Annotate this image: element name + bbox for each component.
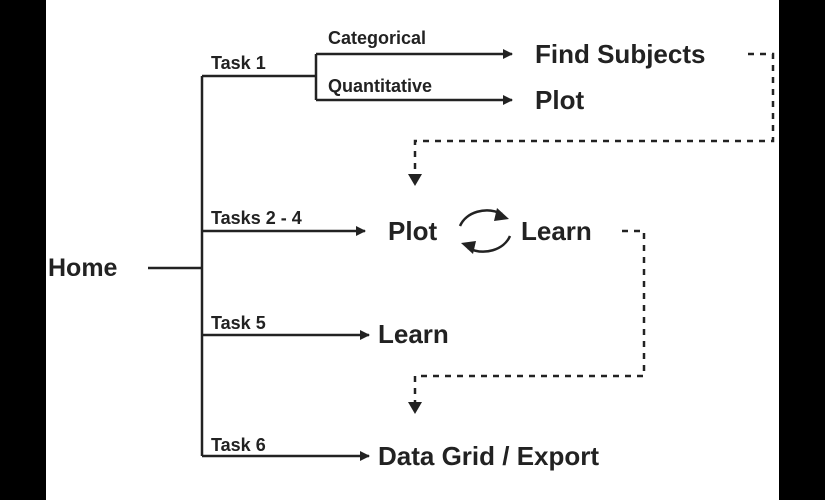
learn-node-task5: Learn — [378, 319, 449, 349]
data-grid-node: Data Grid / Export — [378, 441, 599, 471]
learn-node-loop: Learn — [521, 216, 592, 246]
find-subjects-dashed-connector — [413, 52, 775, 176]
find-subjects-dashed-arrowhead — [408, 174, 422, 186]
cycle-arrowhead-top — [494, 208, 509, 221]
quantitative-label: Quantitative — [328, 76, 432, 96]
task6-label: Task 6 — [211, 435, 266, 455]
task1-label: Task 1 — [211, 53, 266, 73]
home-node: Home — [48, 254, 118, 282]
task5-label: Task 5 — [211, 313, 266, 333]
categorical-label: Categorical — [328, 28, 426, 48]
learn-dashed-connector — [413, 229, 646, 404]
plot-node-loop: Plot — [388, 216, 437, 246]
find-subjects-node: Find Subjects — [535, 39, 705, 69]
diagram-panel — [46, 0, 779, 500]
cycle-arrowhead-bottom — [461, 241, 476, 254]
learn-dashed-arrowhead — [408, 402, 422, 414]
cycle-icon — [458, 208, 512, 254]
plot-node-task1: Plot — [535, 85, 584, 115]
tasks2-4-label: Tasks 2 - 4 — [211, 208, 302, 228]
